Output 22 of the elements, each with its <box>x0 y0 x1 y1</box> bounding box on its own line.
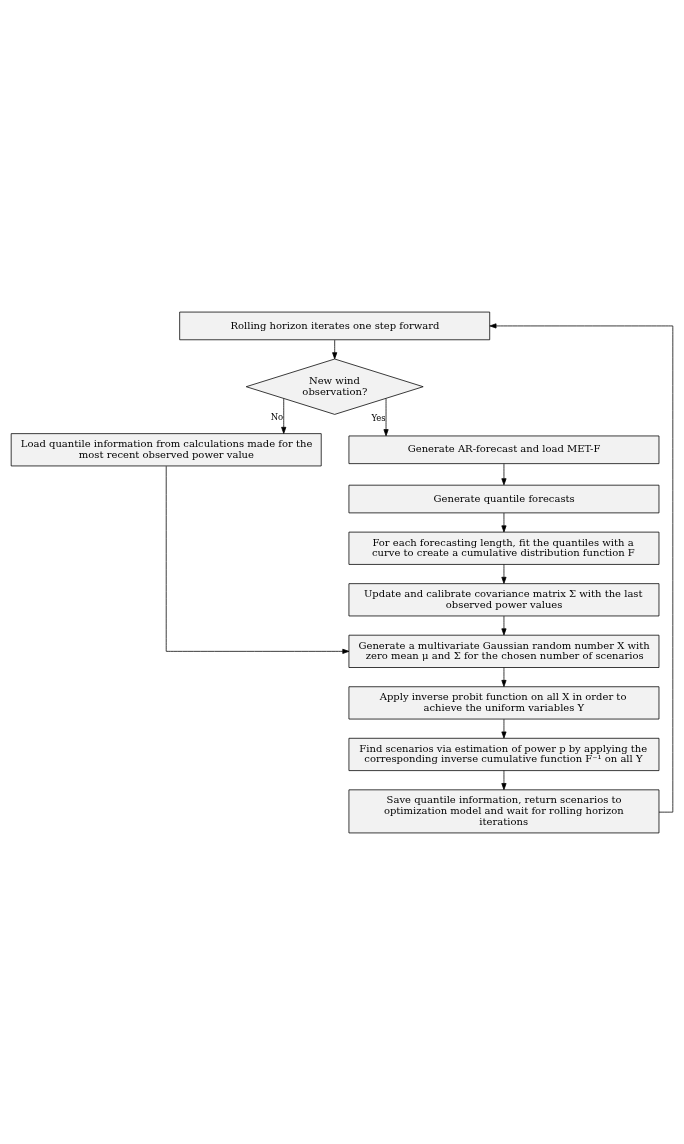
arrow <box>501 563 507 584</box>
arrow <box>165 465 350 654</box>
node-box: Load quantile information from calculations made for the most recent observed power value <box>10 432 322 466</box>
arrow <box>501 512 507 532</box>
arrow <box>383 397 389 436</box>
node-box: Generate quantile forecasts <box>348 484 660 513</box>
arrow <box>501 615 507 635</box>
node-box: Generate a multivariate Gaussian random number X with zero mean μ and Σ for the chosen number of scenarios <box>348 634 660 668</box>
node-box: Apply inverse probit function on all X in order to achieve the uniform variables Y <box>348 685 660 719</box>
node-box: For each forecasting length, fit the quantiles with a curve to create a cumulative distribution function F <box>348 531 660 565</box>
node-box: Save quantile information, return scenarios to optimization model and wait for rolling horizon iterations <box>348 788 660 833</box>
node-box: Rolling horizon iterates one step forward <box>179 311 491 340</box>
edge-label: Yes <box>371 412 386 423</box>
arrow <box>501 769 507 790</box>
node-box: Find scenarios via estimation of power p by applying the corresponding inverse cumulative function F⁻¹ on all Y <box>348 737 660 771</box>
arrow <box>281 397 287 434</box>
node-box: Generate AR-forecast and load MET-F <box>348 435 660 464</box>
arrow <box>501 718 507 738</box>
arrow <box>501 666 507 687</box>
node-box: Update and calibrate covariance matrix Σ with the last observed power values <box>348 582 660 616</box>
arrow <box>501 462 507 485</box>
arrow <box>332 339 338 359</box>
